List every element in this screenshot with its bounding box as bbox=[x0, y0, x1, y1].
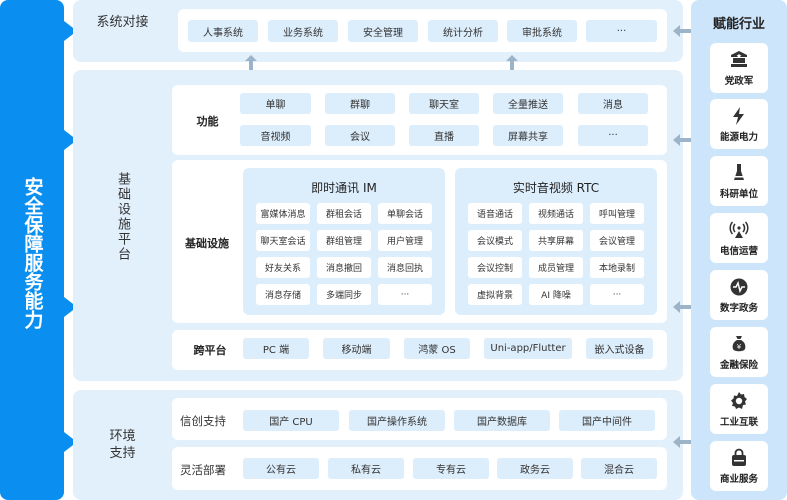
platform-item: PC 端 bbox=[243, 338, 309, 359]
deployment-item: 专有云 bbox=[413, 458, 489, 479]
rtc-feature-item: ··· bbox=[590, 284, 644, 305]
im-feature-item: 消息回执 bbox=[378, 257, 432, 278]
svg-text:¥: ¥ bbox=[737, 343, 742, 351]
im-feature-item: 消息存储 bbox=[256, 284, 310, 305]
security-capability-bar bbox=[0, 0, 64, 500]
xinchuang-item: 国产 CPU bbox=[243, 410, 339, 431]
functions-label: 功能 bbox=[196, 115, 219, 128]
im-feature-item: 消息撤回 bbox=[317, 257, 371, 278]
system-integration-label: 系统对接 bbox=[96, 15, 149, 30]
im-feature-item: 聊天室会话 bbox=[256, 230, 310, 251]
industry-label: 党政军 bbox=[724, 75, 754, 87]
industry-card: 数字政务 bbox=[710, 270, 768, 320]
system-item: 审批系统 bbox=[507, 20, 577, 42]
industry-card: 工业互联 bbox=[710, 384, 768, 434]
industry-label: 科研单位 bbox=[719, 188, 758, 200]
xinchuang-item: 国产操作系统 bbox=[349, 410, 445, 431]
cross-platform-label: 跨平台 bbox=[193, 344, 227, 357]
industries-title: 赋能行业 bbox=[712, 17, 765, 32]
gear-icon bbox=[731, 391, 747, 409]
money-bag-icon: ¥ bbox=[732, 335, 746, 351]
system-item: ··· bbox=[586, 20, 657, 42]
rtc-feature-item: 本地录制 bbox=[590, 257, 644, 278]
double-arrow-horizontal-icon bbox=[673, 301, 703, 313]
industry-label: 数字政务 bbox=[719, 302, 758, 314]
environment-label: 环境支持 bbox=[109, 429, 136, 461]
double-arrow-horizontal-icon bbox=[673, 25, 703, 37]
rtc-feature-item: 会议管理 bbox=[590, 230, 644, 251]
rtc-feature-item: 成员管理 bbox=[529, 257, 583, 278]
deployment-item: 私有云 bbox=[328, 458, 404, 479]
system-item: 业务系统 bbox=[268, 20, 338, 42]
platform-item: 移动端 bbox=[323, 338, 390, 359]
im-feature-item: ··· bbox=[378, 284, 432, 305]
industry-label: 商业服务 bbox=[719, 473, 758, 485]
pulse-circle-icon bbox=[730, 278, 748, 295]
shopping-bag-icon bbox=[732, 448, 746, 466]
platform-item: 嵌入式设备 bbox=[586, 338, 653, 359]
industry-card: 党政军 bbox=[710, 43, 768, 93]
signal-tower-icon bbox=[729, 221, 749, 238]
platform-item: 鸿蒙 OS bbox=[404, 338, 470, 359]
function-item: 全量推送 bbox=[493, 93, 563, 114]
deployment-item: 公有云 bbox=[243, 458, 319, 479]
industry-label: 工业互联 bbox=[719, 416, 758, 428]
industry-label: 能源电力 bbox=[719, 131, 758, 143]
rtc-feature-item: 呼叫管理 bbox=[590, 203, 644, 224]
industry-card: ¥ 金融保险 bbox=[710, 327, 768, 377]
function-item: 单聊 bbox=[240, 93, 311, 114]
rtc-feature-item: 会议控制 bbox=[468, 257, 522, 278]
security-capability-title: 安全保障服务能力 bbox=[21, 177, 44, 329]
xinchuang-label: 信创支持 bbox=[180, 414, 226, 428]
rtc-title: 实时音视频 RTC bbox=[512, 181, 600, 195]
im-feature-item: 多端同步 bbox=[317, 284, 371, 305]
lightning-icon bbox=[733, 106, 744, 125]
rtc-feature-item: 视频通话 bbox=[529, 203, 583, 224]
rtc-feature-item: 共享屏幕 bbox=[529, 230, 583, 251]
im-feature-item: 好友关系 bbox=[256, 257, 310, 278]
system-item: 统计分析 bbox=[428, 20, 498, 42]
double-arrow-horizontal-icon bbox=[673, 134, 703, 146]
im-feature-item: 群组管理 bbox=[317, 230, 371, 251]
system-item: 人事系统 bbox=[188, 20, 258, 42]
im-title: 即时通讯 IM bbox=[311, 181, 377, 195]
im-feature-item: 富媒体消息 bbox=[256, 203, 310, 224]
industry-label: 电信运营 bbox=[719, 245, 758, 257]
industry-label: 金融保险 bbox=[719, 359, 758, 371]
function-item: 直播 bbox=[409, 125, 479, 146]
function-item: ··· bbox=[578, 125, 648, 146]
function-item: 会议 bbox=[325, 125, 395, 146]
function-item: 群聊 bbox=[325, 93, 395, 114]
im-feature-item: 用户管理 bbox=[378, 230, 432, 251]
rtc-feature-item: AI 降噪 bbox=[529, 284, 583, 305]
rtc-feature-item: 虚拟背景 bbox=[468, 284, 522, 305]
industry-card: 电信运营 bbox=[710, 213, 768, 263]
function-item: 消息 bbox=[578, 93, 648, 114]
im-feature-item: 单聊会话 bbox=[378, 203, 432, 224]
rtc-feature-item: 语音通话 bbox=[468, 203, 522, 224]
system-item: 安全管理 bbox=[348, 20, 418, 42]
infrastructure-platform-label: 基础设施平台 bbox=[115, 172, 130, 262]
system-integration-box bbox=[178, 9, 667, 52]
platform-item: Uni-app/Flutter bbox=[484, 338, 572, 359]
function-item: 屏幕共享 bbox=[493, 125, 563, 146]
deployment-label: 灵活部署 bbox=[180, 463, 226, 477]
government-building-icon bbox=[731, 50, 747, 67]
industry-card: 商业服务 bbox=[710, 441, 768, 491]
xinchuang-item: 国产数据库 bbox=[454, 410, 550, 431]
function-item: 聊天室 bbox=[409, 93, 479, 114]
function-item: 音视频 bbox=[240, 125, 311, 146]
xinchuang-item: 国产中间件 bbox=[559, 410, 655, 431]
industry-card: 能源电力 bbox=[710, 99, 768, 149]
rtc-feature-item: 会议模式 bbox=[468, 230, 522, 251]
double-arrow-horizontal-icon bbox=[673, 436, 703, 448]
deployment-item: 混合云 bbox=[581, 458, 657, 479]
im-feature-item: 群租会话 bbox=[317, 203, 371, 224]
deployment-item: 政务云 bbox=[497, 458, 573, 479]
infrastructure-label: 基础设施 bbox=[185, 237, 229, 250]
industry-card: 科研单位 bbox=[710, 156, 768, 206]
flask-icon bbox=[734, 163, 744, 180]
